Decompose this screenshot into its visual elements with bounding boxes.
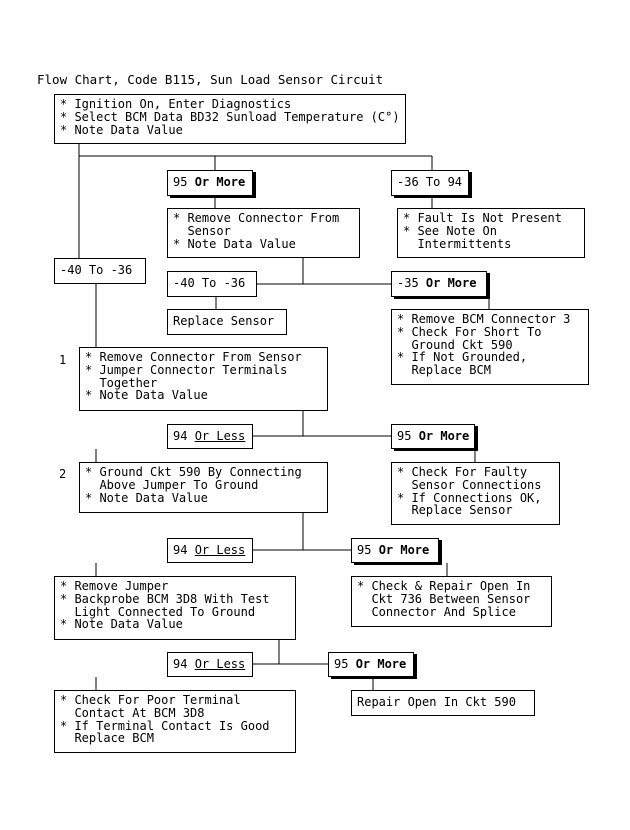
range-95-or-more-4: 95 Or More [328,652,414,677]
faulty-conn-item: * Check For Faulty [397,465,528,479]
range-value: -36 To 94 [397,175,463,189]
repair-open-736-box: * Check & Repair Open In Ckt 736 Between… [351,576,552,627]
bcm-item: Ground Ckt 590 [397,337,513,352]
remove-sensor-item: * Note Data Value [173,236,296,251]
faulty-connections-box: * Check For Faulty Sensor Connections * … [391,462,560,525]
range-neg36-to-94: -36 To 94 [391,170,469,196]
step-2-item: * Ground Ckt 590 By Connecting [85,465,302,479]
range-neg40-to-neg36-left: -40 To -36 [54,258,146,284]
replace-sensor-box: Replace Sensor [167,309,287,335]
faulty-conn-item: Sensor Connections [397,477,542,492]
start-item: * Ignition On, Enter Diagnostics [60,97,292,111]
remove-bcm-connector-box: * Remove BCM Connector 3 * Check For Sho… [391,309,589,385]
range-value: 95 [334,657,356,671]
poor-terminal-item: * If Terminal Contact Is Good [60,718,270,733]
start-item: * Select BCM Data BD32 Sunload Temperatu… [60,109,400,124]
faulty-conn-item: * If Connections OK, [397,490,542,505]
range-qualifier: Or Less [194,429,246,443]
range-value: 94 [173,543,195,557]
poor-terminal-item: Contact At BCM 3D8 [60,705,205,720]
fault-item: Intermittents [403,236,512,251]
range-qualifier: Or More [194,175,246,189]
poor-terminal-item: * Check For Poor Terminal [60,693,241,707]
range-value: 95 [357,543,379,557]
repair-736-item: * Check & Repair Open In [357,579,531,593]
range-95-or-more-1: 95 Or More [167,170,253,196]
range-95-or-more-3: 95 Or More [351,538,439,563]
repair-736-item: Connector And Splice [357,604,516,619]
fault-item: * Fault Is Not Present [403,211,562,225]
range-qualifier: Or More [418,429,470,443]
faulty-conn-item: Replace Sensor [397,503,513,518]
fault-not-present-box: * Fault Is Not Present * See Note On Int… [397,208,585,258]
range-qualifier: Or More [378,543,430,557]
step-1-box: * Remove Connector From Sensor * Jumper … [79,347,328,411]
range-value: -40 To -36 [60,263,133,277]
range-neg40-to-neg36: -40 To -36 [167,271,257,297]
bcm-item: Replace BCM [397,363,491,378]
fault-item: * See Note On [403,223,497,238]
step-1-item: * Note Data Value [85,388,208,403]
remove-jumper-box: * Remove Jumper * Backprobe BCM 3D8 With… [54,576,296,640]
jumper-item: * Remove Jumper [60,579,169,593]
repair-open-590-box: Repair Open In Ckt 590 [351,690,535,716]
range-value: 95 [173,175,195,189]
range-qualifier: Or Less [194,657,246,671]
step-2-item: * Note Data Value [85,490,208,505]
range-value: 95 [397,429,419,443]
step-1-item: * Remove Connector From Sensor [85,350,302,364]
remove-sensor-item: Sensor [173,223,231,238]
jumper-item: Light Connected To Ground [60,604,256,619]
jumper-item: * Note Data Value [60,617,183,632]
range-qualifier: Or More [425,276,477,290]
poor-terminal-box: * Check For Poor Terminal Contact At BCM… [54,690,296,753]
range-94-or-less-2: 94 Or Less [167,538,253,563]
jumper-item: * Backprobe BCM 3D8 With Test [60,591,270,606]
step-2-item: Above Jumper To Ground [85,477,259,492]
step-1-number: 1 [59,353,67,367]
range-value: -40 To -36 [173,276,246,290]
range-value: -35 [397,276,426,290]
repair-590-text: Repair Open In Ckt 590 [357,695,516,709]
remove-sensor-box: * Remove Connector From Sensor * Note Da… [167,208,360,258]
range-value: 94 [173,657,195,671]
start-box: * Ignition On, Enter Diagnostics * Selec… [54,94,406,144]
chart-title: Flow Chart, Code B115, Sun Load Sensor C… [37,72,384,87]
start-item: * Note Data Value [60,122,183,137]
bcm-item: * If Not Grounded, [397,350,528,365]
range-neg35-or-more: -35 Or More [391,271,487,297]
bcm-item: * Check For Short To [397,324,542,339]
bcm-item: * Remove BCM Connector 3 [397,312,571,326]
poor-terminal-item: Replace BCM [60,731,154,746]
range-qualifier: Or Less [194,543,246,557]
range-95-or-more-2: 95 Or More [391,424,475,449]
range-value: 94 [173,429,195,443]
step-1-item: * Jumper Connector Terminals [85,362,288,377]
range-94-or-less-1: 94 Or Less [167,424,253,449]
replace-sensor-text: Replace Sensor [173,314,275,328]
step-1-item: Together [85,375,158,390]
step-2-box: * Ground Ckt 590 By Connecting Above Jum… [79,462,328,513]
step-2-number: 2 [59,467,67,481]
range-qualifier: Or More [355,657,407,671]
repair-736-item: Ckt 736 Between Sensor [357,591,531,606]
range-94-or-less-3: 94 Or Less [167,652,253,677]
remove-sensor-item: * Remove Connector From [173,211,340,225]
